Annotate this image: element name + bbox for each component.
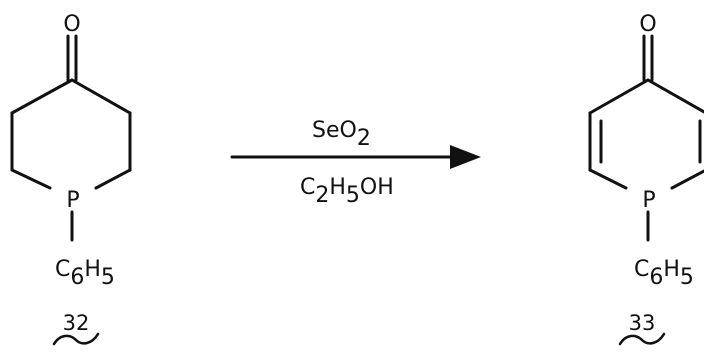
reactant-ring-bond (70, 78, 132, 115)
reactant-ring-bond (10, 168, 52, 190)
reactant-number-underline (52, 332, 100, 346)
product-ring-bond (646, 78, 704, 114)
product-phosphorus: P (642, 188, 655, 213)
reactant-ring-bond (94, 168, 132, 190)
product-number-underline (618, 332, 666, 346)
product-carbonyl-oxygen: O (639, 12, 656, 37)
reactant-carbonyl-oxygen: O (63, 12, 80, 37)
product-structure (588, 34, 704, 242)
reactant-ring-bond (10, 78, 74, 115)
product-compound-number: 33 (629, 311, 656, 335)
reactant-phosphorus: P (66, 188, 79, 213)
reactant-phenyl-label: C6H5 (55, 257, 115, 290)
solvent-label: C2H5OH (300, 175, 394, 208)
product-ring-bond (588, 168, 628, 190)
product-phenyl-label: C6H5 (634, 257, 694, 290)
reactant-compound-number: 32 (63, 311, 90, 335)
reactant-structure (10, 34, 132, 242)
reagent-label: SeO2 (312, 118, 371, 151)
product-ring-bond (670, 169, 704, 190)
reaction-arrow-head (450, 145, 481, 169)
product-ring-bond (588, 78, 650, 115)
